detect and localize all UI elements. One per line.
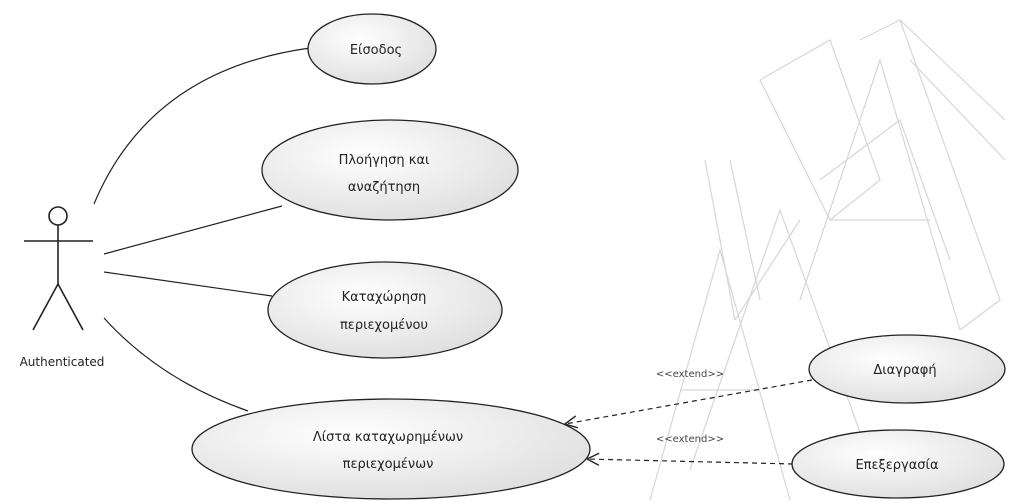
use-case-edit-label: Επεξεργασία xyxy=(855,458,938,473)
association-register xyxy=(103,271,273,297)
associations xyxy=(93,47,311,412)
association-list xyxy=(103,317,249,412)
use-case-list: Λίστα καταχωρημένων περιεχομένων xyxy=(191,398,591,500)
use-case-login: Είσοδος xyxy=(307,13,437,85)
use-case-delete: Διαγραφή xyxy=(808,334,1006,404)
use-case-browse-label-2: αναζήτηση xyxy=(348,180,420,195)
use-case-delete-label: Διαγραφή xyxy=(873,363,936,378)
use-case-register-label-1: Καταχώρηση xyxy=(342,290,427,305)
extend-delete-line xyxy=(565,379,813,424)
use-case-browse: Πλοήγηση και αναζήτηση xyxy=(261,119,519,221)
use-case-login-label: Είσοδος xyxy=(350,43,402,58)
association-login xyxy=(93,47,311,205)
actor-head xyxy=(48,206,68,226)
use-case-browse-label-1: Πλοήγηση και xyxy=(339,153,430,168)
extend-label-delete: <<extend>> xyxy=(656,369,724,380)
association-browse xyxy=(103,205,283,255)
extend-relations xyxy=(565,379,813,464)
extend-edit-line xyxy=(587,459,794,464)
use-case-register-label-2: περιεχομένου xyxy=(340,318,428,333)
watermark xyxy=(649,19,1006,501)
use-case-list-label-1: Λίστα καταχωρημένων xyxy=(313,430,463,445)
extend-label-edit: <<extend>> xyxy=(656,434,724,445)
actor-label: Authenticated xyxy=(20,355,105,369)
use-case-edit: Επεξεργασία xyxy=(791,429,1005,499)
actor-authenticated xyxy=(24,206,93,331)
use-case-register: Καταχώρηση περιεχομένου xyxy=(267,261,503,359)
use-case-list-label-2: περιεχομένων xyxy=(343,457,434,472)
